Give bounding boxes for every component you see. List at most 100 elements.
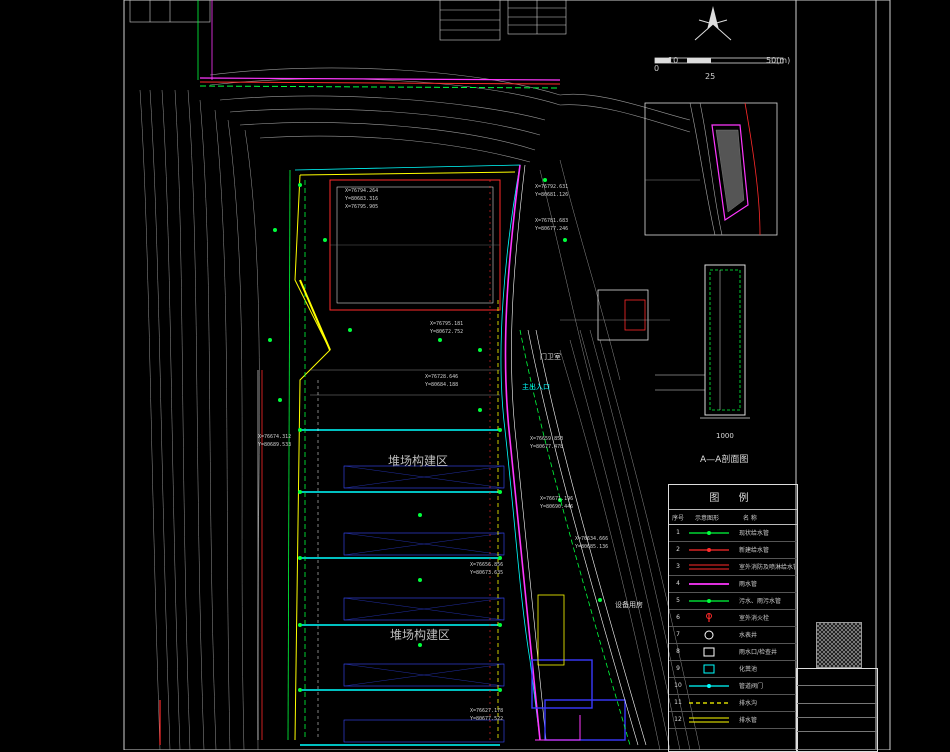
- right-terrain: [539, 159, 701, 750]
- legend-row-number: 12: [674, 716, 682, 723]
- legend-row: 10 管道阀门: [669, 678, 797, 695]
- annotation-entrance: 主出入口: [522, 383, 550, 391]
- scale-tick-50: 50(m): [766, 56, 791, 65]
- legend-symbol-icon: [689, 531, 729, 535]
- svg-text:Y=80685.136: Y=80685.136: [575, 544, 608, 550]
- legend-symbol-icon: [703, 664, 715, 674]
- zone-label-lower: 堆场构建区: [390, 628, 451, 642]
- top-table: [129, 0, 567, 41]
- legend-row: 6 室外消火栓: [669, 610, 797, 627]
- legend-table: 图 例 序号 示意图形 名 称 1 现状给水管 2 新建给水管 3 室外消防及喷淋给水管 4…: [668, 484, 798, 752]
- svg-text:Y=80677.478: Y=80677.478: [530, 444, 563, 450]
- legend-header-symbol: 示意图形: [695, 515, 720, 522]
- svg-text:X=76674.312: X=76674.312: [258, 434, 291, 440]
- legend-row-name: 雨水口/检查井: [739, 649, 778, 656]
- detail-map: [644, 102, 778, 236]
- svg-text:Y=80683.316: Y=80683.316: [345, 196, 378, 202]
- legend-row-number: 1: [676, 529, 680, 536]
- legend-row-name: 雨水管: [739, 581, 758, 588]
- legend-row-name: 排水沟: [739, 700, 758, 707]
- legend-row-number: 3: [676, 563, 680, 570]
- svg-text:Y=80681.126: Y=80681.126: [535, 192, 568, 198]
- drawing-frame: [123, 0, 891, 750]
- legend-title: 图 例: [709, 493, 757, 504]
- svg-text:X=76795.181: X=76795.181: [430, 321, 463, 327]
- legend-row-number: 5: [676, 597, 680, 604]
- legend-symbol-icon: [689, 548, 729, 552]
- legend-row-name: 污水、雨污水管: [739, 598, 782, 605]
- legend-row-number: 10: [674, 682, 682, 689]
- legend-header-no: 序号: [672, 515, 685, 522]
- legend-symbol-icon: [703, 647, 715, 657]
- legend-row-name: 管道阀门: [739, 683, 764, 690]
- svg-text:X=76634.666: X=76634.666: [575, 536, 608, 542]
- site-boundary: [287, 164, 547, 741]
- section-detail: [560, 264, 750, 419]
- legend-symbol-icon: [689, 583, 729, 585]
- top-road: [209, 67, 691, 163]
- legend-row: 11 排水沟: [669, 695, 797, 712]
- svg-text:Y=80690.446: Y=80690.446: [540, 504, 573, 510]
- legend-row: 12 排水管: [669, 712, 797, 729]
- terrain-contours: [139, 89, 260, 750]
- container-rows: [343, 465, 505, 743]
- legend-row-number: 11: [674, 699, 682, 706]
- legend-row: 7 水表井: [669, 627, 797, 644]
- legend-row: 4 雨水管: [669, 576, 797, 593]
- svg-text:X=76656.856: X=76656.856: [470, 562, 503, 568]
- legend-header-name: 名 称: [743, 515, 757, 522]
- qr-code-icon: [816, 622, 862, 668]
- legend-row-name: 新建给水管: [739, 547, 770, 554]
- scale-bar: [654, 57, 784, 64]
- svg-text:X=76792.631: X=76792.631: [535, 184, 568, 190]
- legend-symbol-icon: [689, 717, 729, 723]
- svg-text:X=76795.905: X=76795.905: [345, 204, 378, 210]
- left-pipes: [159, 0, 263, 745]
- svg-text:X=76794.264: X=76794.264: [345, 188, 378, 194]
- legend-row-number: 4: [676, 580, 680, 587]
- legend-symbol-icon: [689, 702, 729, 704]
- legend-row-name: 水表井: [739, 632, 758, 639]
- legend-row-name: 现状给水管: [739, 530, 770, 537]
- zone-label-upper: 堆场构建区: [388, 454, 449, 468]
- svg-text:X=76728.646: X=76728.646: [425, 374, 458, 380]
- svg-text:X=76781.683: X=76781.683: [535, 218, 568, 224]
- scale-tick-0: 0: [654, 64, 660, 73]
- svg-text:Y=80689.533: Y=80689.533: [258, 442, 291, 448]
- legend-symbol-icon: [704, 630, 714, 640]
- svg-text:X=76659.853: X=76659.853: [530, 436, 563, 442]
- svg-text:Y=80677.522: Y=80677.522: [470, 716, 503, 722]
- scale-tick-10: 10: [668, 56, 679, 65]
- legend-row-number: 7: [676, 631, 680, 638]
- legend-row-name: 室外消火栓: [739, 615, 770, 622]
- dimension-left: 1000: [716, 432, 734, 440]
- svg-text:X=76627.178: X=76627.178: [470, 708, 503, 714]
- building-top: [329, 179, 501, 311]
- legend-symbol-icon: [689, 599, 729, 603]
- markers: [268, 178, 602, 692]
- bottom-buildings: [531, 594, 626, 741]
- legend-row-number: 2: [676, 546, 680, 553]
- legend-row-number: 9: [676, 665, 680, 672]
- legend-row-number: 8: [676, 648, 680, 655]
- legend-row-name: 排水管: [739, 717, 758, 724]
- yard-lines: [300, 369, 500, 746]
- legend-symbol-icon: [689, 564, 729, 570]
- section-title: A—A剖面图: [700, 455, 749, 465]
- legend-row: 9 化粪池: [669, 661, 797, 678]
- north-arrow-icon: [694, 6, 732, 41]
- annotation-guard: 门卫室: [540, 353, 561, 361]
- legend-row: 8 雨水口/检查井: [669, 644, 797, 661]
- legend-row-number: 6: [676, 614, 680, 621]
- legend-row: 1 现状给水管: [669, 525, 797, 542]
- legend-row-name: 化粪池: [739, 666, 758, 673]
- internal-pipes: [299, 180, 499, 740]
- legend-row: 3 室外消防及喷淋给水管: [669, 559, 797, 576]
- title-block: [796, 668, 878, 752]
- svg-text:Y=80672.752: Y=80672.752: [430, 329, 463, 335]
- annotation-equipment: 设备用房: [615, 601, 643, 609]
- svg-text:Y=80677.246: Y=80677.246: [535, 226, 568, 232]
- legend-row-name: 室外消防及喷淋给水管: [739, 564, 795, 571]
